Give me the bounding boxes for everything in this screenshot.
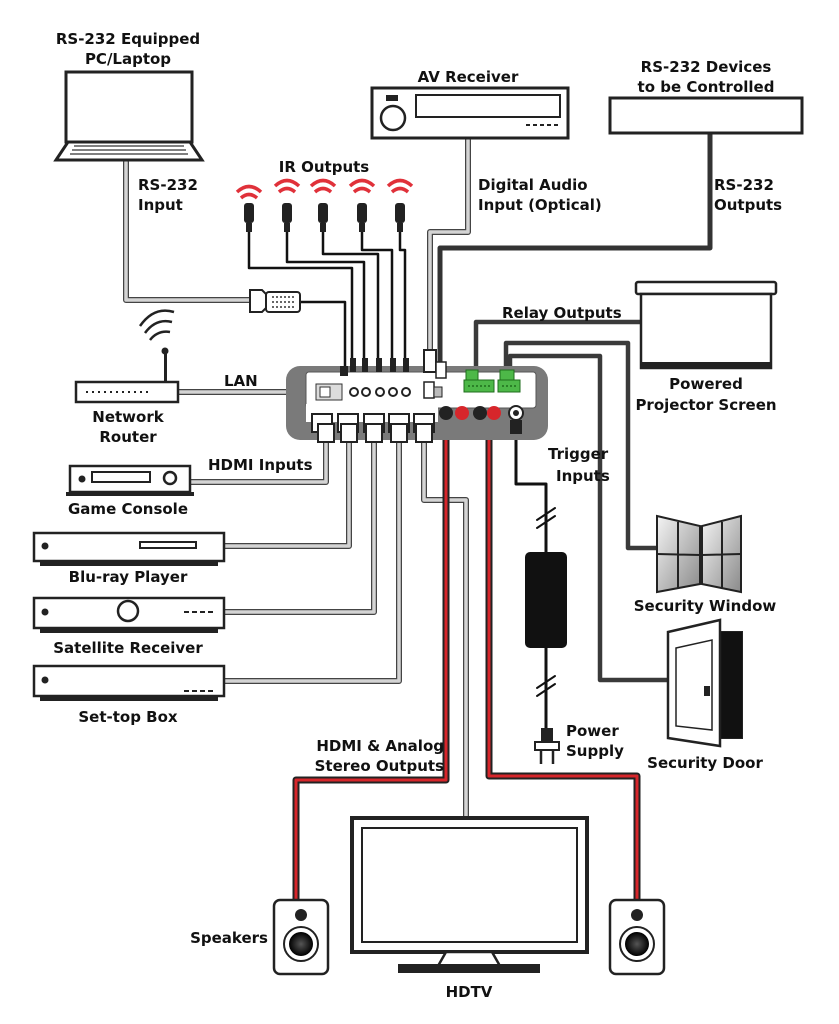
network-router-label-line1: Network: [92, 408, 164, 426]
security-door-icon: [666, 618, 743, 748]
ir-emitter-icon: [386, 178, 414, 232]
hdmi-analog-label-line2: Stereo Outputs: [315, 757, 444, 775]
rs232-devices-label-line2: to be Controlled: [638, 78, 775, 96]
ir-emitter-icon: [235, 184, 263, 232]
relay-output-cables: [473, 319, 671, 683]
rs232-input-label-line1: RS-232: [138, 176, 198, 194]
rs232-outputs-label-line2: Outputs: [714, 196, 782, 214]
power-supply-label-line1: Power: [566, 722, 619, 740]
optical-cable: [427, 137, 471, 371]
bluray-player-icon: [32, 531, 226, 566]
power-adapter-icon: [525, 552, 567, 764]
powered-screen-label-line1: Powered: [669, 375, 743, 393]
speaker-icon: [272, 898, 330, 976]
rs232-devices-label-line1: RS-232 Devices: [641, 58, 772, 76]
laptop-icon: [53, 70, 205, 162]
hdmi-input-cables: [187, 429, 402, 684]
pc-label-line2: PC/Laptop: [85, 50, 171, 68]
relay-outputs-label: Relay Outputs: [502, 304, 622, 322]
game-console-icon: [66, 464, 194, 496]
hdmi-analog-label-line1: HDMI & Analog: [316, 737, 444, 755]
pc-label-line1: RS-232 Equipped: [56, 30, 200, 48]
projector-screen-icon: [634, 280, 778, 370]
speaker-wires: [292, 408, 641, 904]
bluray-player-label: Blu-ray Player: [69, 568, 188, 586]
speakers-label: Speakers: [190, 929, 268, 947]
digital-audio-label-line2: Input (Optical): [478, 196, 602, 214]
ir-emitter-icon: [309, 178, 337, 232]
rs232-input-label-line2: Input: [138, 196, 183, 214]
ir-outputs-label: IR Outputs: [279, 158, 370, 176]
hdmi-inputs-label: HDMI Inputs: [208, 456, 313, 474]
game-console-label: Game Console: [68, 500, 188, 518]
settop-box-icon: [32, 664, 226, 701]
powered-screen-label-line2: Projector Screen: [635, 396, 776, 414]
lan-label: LAN: [224, 372, 258, 390]
tv-icon: [350, 816, 589, 973]
hdtv-label: HDTV: [446, 983, 493, 1001]
ir-emitter-icon: [273, 178, 301, 232]
digital-audio-label-line1: Digital Audio: [478, 176, 588, 194]
trigger-inputs-label-line2: Inputs: [556, 467, 610, 485]
cables: [123, 130, 713, 904]
security-window-label: Security Window: [634, 597, 777, 615]
ir-emitter-icon: [348, 178, 376, 232]
labels: RS-232 Equipped PC/Laptop AV Receiver RS…: [53, 30, 782, 1001]
av-receiver-label: AV Receiver: [418, 68, 519, 86]
rs232-input-cable: [123, 159, 347, 374]
power-supply-label-line2: Supply: [566, 742, 624, 760]
router-icon: [74, 309, 180, 404]
db9-connector-icon: [249, 289, 301, 313]
security-window-icon: [656, 514, 742, 594]
av-receiver-icon: [370, 86, 570, 140]
rs232-output-cable: [437, 130, 713, 373]
ir-emitters: [235, 178, 414, 232]
ir-cables: [247, 230, 407, 368]
control-hub-icon: [286, 366, 548, 440]
speaker-icon: [608, 898, 666, 976]
satellite-receiver-label: Satellite Receiver: [53, 639, 203, 657]
network-router-label-line2: Router: [99, 428, 157, 446]
power-cable: [514, 430, 548, 730]
trigger-inputs-label-line1: Trigger: [548, 445, 609, 463]
satellite-receiver-icon: [32, 596, 226, 633]
hub-connector-plugs: [317, 349, 522, 443]
security-door-label: Security Door: [647, 754, 763, 772]
power-cable-breaks: [536, 507, 556, 697]
settop-box-label: Set-top Box: [78, 708, 178, 726]
rs232-device-icon: [608, 96, 804, 135]
rs232-outputs-label-line1: RS-232: [714, 176, 774, 194]
